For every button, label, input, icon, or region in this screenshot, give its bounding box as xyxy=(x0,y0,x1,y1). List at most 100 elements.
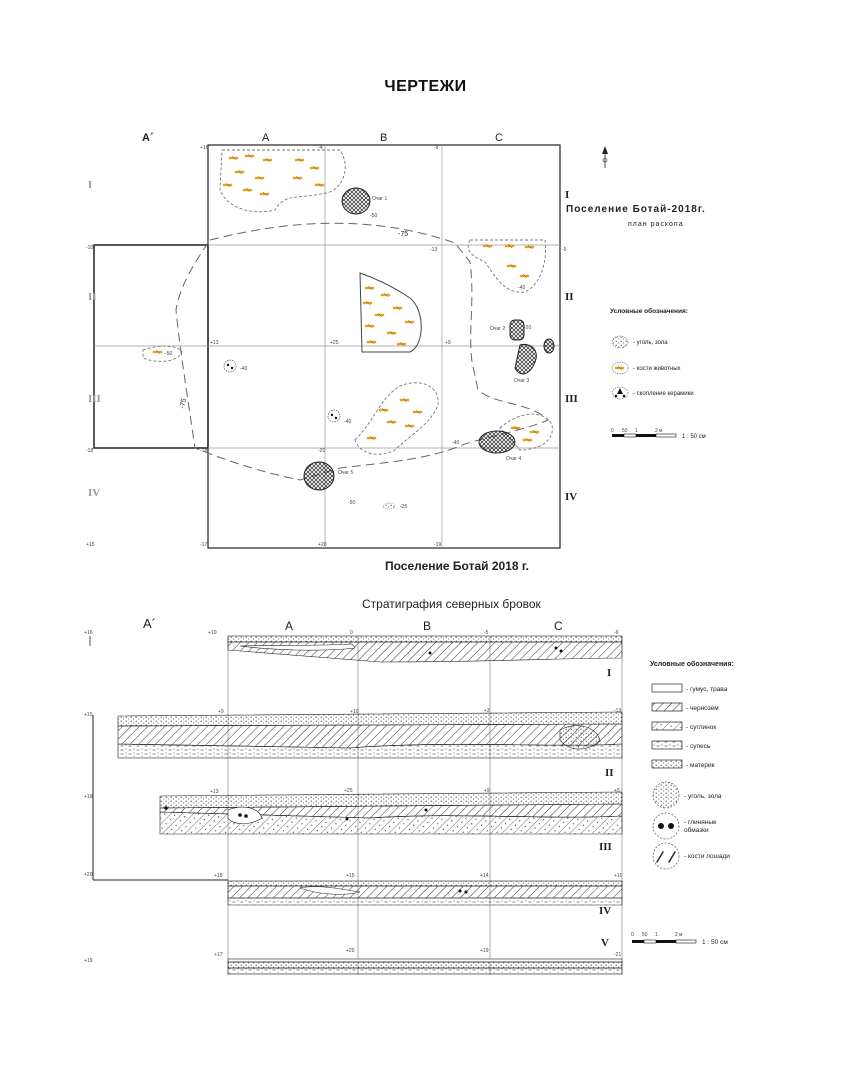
strat-row-I: I xyxy=(607,667,611,679)
plan-legend-label: - скопление керамики xyxy=(633,391,694,397)
plan-scale-bar xyxy=(612,433,677,438)
bone-cluster-b3 xyxy=(354,382,439,455)
grid-mark: -13 xyxy=(430,247,437,253)
bone-cluster-b2 xyxy=(359,272,422,353)
scale-tick: 2 xyxy=(675,932,678,938)
strat-mark: +9 xyxy=(218,709,224,715)
plan-legend-label: - кости животных xyxy=(633,366,681,372)
scale-tick: 1 xyxy=(635,428,638,434)
scale-ratio: 1 : 50 см xyxy=(682,434,706,440)
ceramics-icon xyxy=(223,359,396,510)
strat-row-V: V xyxy=(601,937,609,949)
strat-mark: -5 xyxy=(484,630,489,636)
strat-mark: +13 xyxy=(210,789,219,795)
plan-row-left-II: II xyxy=(88,291,97,303)
strat-mark: -13 xyxy=(614,708,621,714)
hearth-label: Очаг 4 xyxy=(506,456,521,462)
section-V xyxy=(227,958,623,975)
stratigraphy-sections xyxy=(89,635,697,975)
strat-col-b: B xyxy=(423,619,431,633)
strat-mark: +15 xyxy=(84,712,93,718)
hearth-4 xyxy=(478,430,516,454)
strat-title: Стратиграфия северных бровок xyxy=(362,597,542,611)
strat-legend-title: Условные обозначения: xyxy=(650,660,734,668)
scale-unit: м xyxy=(679,932,683,938)
strat-legend-label: - супесь xyxy=(686,743,711,750)
scale-tick: 50 xyxy=(642,932,648,938)
grid-mark: -18 xyxy=(86,448,93,454)
contour-label: -75 xyxy=(398,231,408,238)
page-title: ЧЕРТЕЖИ xyxy=(384,78,467,95)
hearth-2 xyxy=(509,319,525,341)
grid-mark: -17 xyxy=(200,542,207,548)
excavation-plan xyxy=(93,144,677,549)
plan-west-extension xyxy=(93,244,209,449)
hearth-label: Очаг 3 xyxy=(514,378,529,384)
plan-legend-label: - уголь, зола xyxy=(633,340,668,346)
plan-subtitle: план раскопа xyxy=(628,221,684,228)
strat-mark: +16 xyxy=(84,630,93,636)
strat-mark: +10 xyxy=(208,630,217,636)
ash-dots-icon xyxy=(652,781,680,809)
strat-mark: +19 xyxy=(84,958,93,964)
sandy-loam-swatch-icon xyxy=(651,740,683,750)
plan-row-I: I xyxy=(565,189,569,201)
strat-mark: +19 xyxy=(84,794,93,800)
plan-legend-title: Условные обозначения: xyxy=(610,307,688,315)
hearth-label: Очаг 2 xyxy=(490,326,505,332)
bone-cluster-a1 xyxy=(219,149,346,213)
plan-legend xyxy=(611,335,629,400)
contour-minus-75 xyxy=(175,222,549,481)
strat-scale-bar xyxy=(632,939,697,944)
clay-coating-icon xyxy=(652,812,680,840)
scale-unit: м xyxy=(659,428,663,434)
strat-mark: +5 xyxy=(614,788,620,794)
hearth-5 xyxy=(303,461,335,491)
scale-tick: 1 xyxy=(655,932,658,938)
section-III xyxy=(159,791,623,835)
strat-row-III: III xyxy=(599,841,612,853)
hearth-label: Очаг 1 xyxy=(372,196,387,202)
strat-mark: +9 xyxy=(484,788,490,794)
strat-mark: -21 xyxy=(614,952,621,958)
strat-legend-label: - гумус, трава xyxy=(686,686,728,693)
strat-mark: +17 xyxy=(214,952,223,958)
strat-row-II: II xyxy=(605,767,614,779)
strat-col-a: A xyxy=(285,619,293,633)
strat-mark: -9 xyxy=(614,630,619,636)
strat-col-aprime: A´ xyxy=(143,616,156,631)
bone-cluster-c3 xyxy=(499,413,553,451)
strat-mark: +18 xyxy=(214,873,223,879)
north-arrow-icon xyxy=(602,146,608,168)
plan-main-square xyxy=(207,144,561,549)
strat-legend xyxy=(651,683,683,870)
hearth-1 xyxy=(341,187,371,215)
strat-legend-label: - суглинок xyxy=(686,724,716,731)
hearth-3 xyxy=(514,343,537,375)
grid-mark: +13 xyxy=(210,340,219,346)
grid-mark: -9 xyxy=(434,145,439,151)
bone-cluster-c1 xyxy=(467,239,547,293)
depth-label: -40 xyxy=(518,285,525,291)
plan-row-left-IV: IV xyxy=(88,487,100,499)
chernozem-swatch-icon xyxy=(651,702,683,712)
plan-col-a: A xyxy=(262,132,270,144)
bedrock-swatch-icon xyxy=(651,759,683,769)
depth-label: -25 xyxy=(400,504,407,510)
grid-mark: -20 xyxy=(318,448,325,454)
contour-label: -75 xyxy=(179,398,188,409)
scale-tick: 0 xyxy=(631,932,634,938)
strat-legend-label: - кости лошади xyxy=(684,853,730,860)
depth-label: -50 xyxy=(165,351,172,357)
depth-label: -40 xyxy=(240,366,247,372)
strat-mark: +10 xyxy=(350,709,359,715)
grid-mark: -19 xyxy=(434,542,441,548)
plan-col-b: B xyxy=(380,132,387,144)
grid-mark: +20 xyxy=(318,542,327,548)
strat-mark: +3 xyxy=(484,708,490,714)
loam-swatch-icon xyxy=(651,721,683,731)
depth-label: -50 xyxy=(370,213,377,219)
grid-mark: +25 xyxy=(330,340,339,346)
